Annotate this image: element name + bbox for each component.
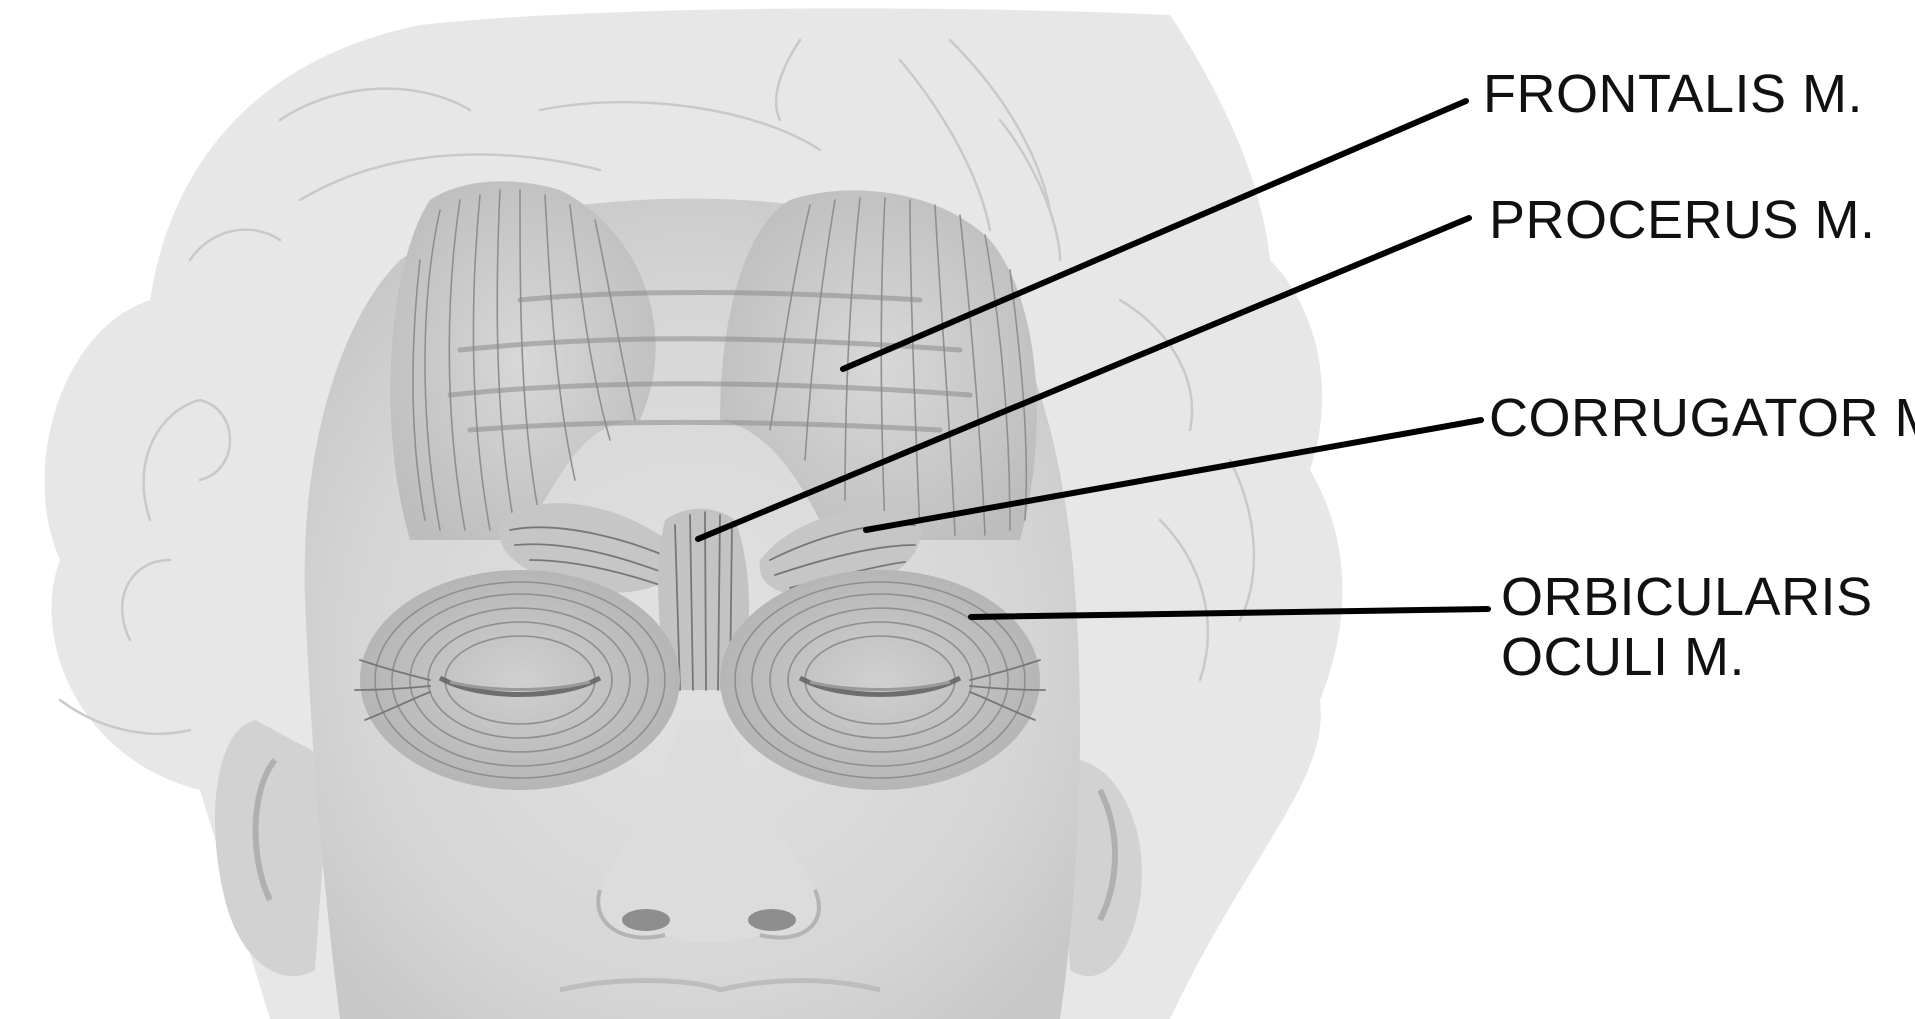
frontalis-label: FRONTALIS M. <box>1483 64 1863 124</box>
orbicularis-label-line1: ORBICULARIS <box>1501 567 1873 627</box>
corrugator-label: CORRUGATOR M. <box>1489 388 1915 448</box>
orbicularis-label-line2: OCULI M. <box>1501 627 1873 687</box>
orbicularis-label: ORBICULARIS OCULI M. <box>1501 567 1873 687</box>
procerus-label: PROCERUS M. <box>1489 190 1876 250</box>
